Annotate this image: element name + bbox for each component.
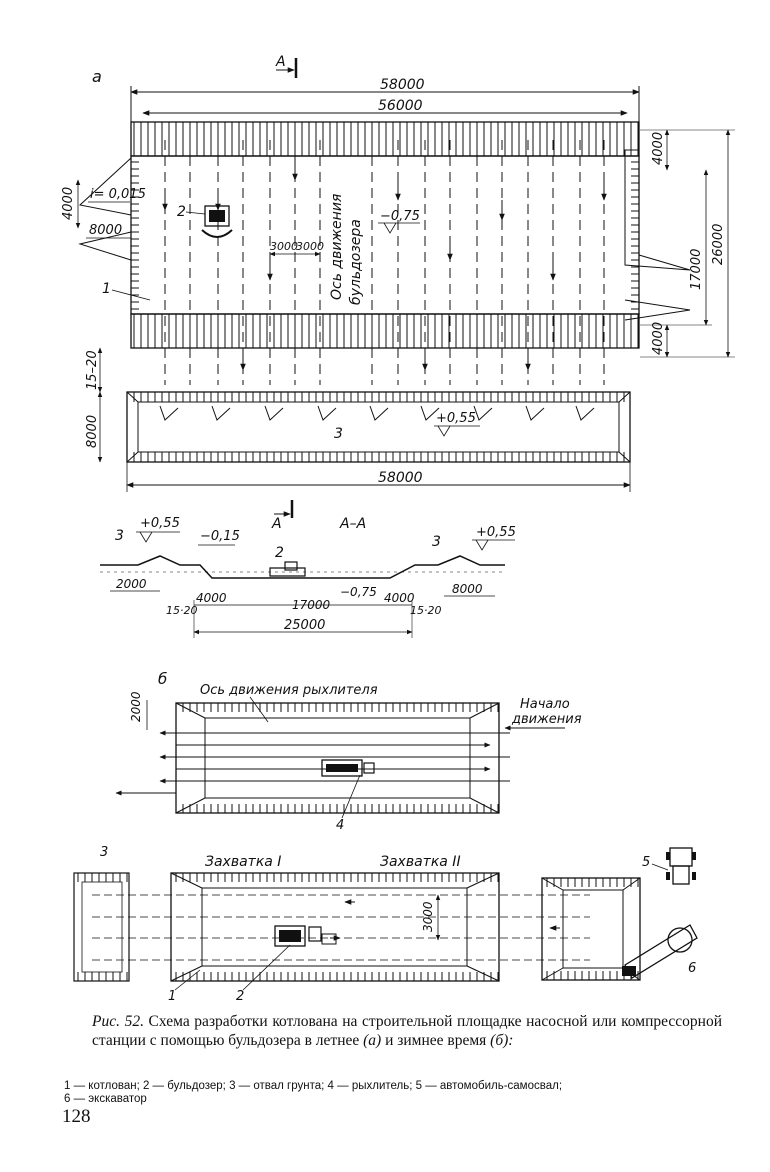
panel-a-plan: а А 58000 56000 [61, 54, 735, 532]
bottom-slope-band [130, 313, 640, 349]
dim-58000-bottom: 58000 [378, 470, 423, 486]
section-mark-bottom: А [271, 516, 282, 532]
start-1: Начало [520, 697, 570, 712]
figure-caption: Рис. 52. Схема разработки котлована на с… [92, 1012, 722, 1050]
section-dim-2000: 2000 [116, 577, 147, 591]
section-dim-17000: 17000 [292, 598, 331, 612]
page-number: 128 [62, 1106, 91, 1127]
section-mark-top: А [275, 54, 286, 70]
section-a-a: А–А 3 +0,55 −0,15 2 3 +0,55 2000 8000 −0… [100, 516, 516, 638]
section-dim-4000-r: 4000 [384, 591, 415, 605]
section-dim-1520-l: 15·20 [166, 604, 198, 617]
section-3-right: 3 [432, 534, 441, 550]
spoil-arrows [159, 405, 595, 421]
excavator-icon [622, 924, 698, 979]
axis-ripper: Ось движения рыхлителя [200, 683, 378, 698]
start-2: движения [511, 712, 582, 727]
dim-3000-a2: 3000 [296, 240, 324, 253]
section-3-left: 3 [115, 528, 124, 544]
dim-58000-top: 58000 [380, 77, 425, 93]
axis-label-bulldozer-1: Ось движения [329, 194, 345, 300]
excavation-diagram: а А 58000 56000 [61, 54, 735, 1000]
label-5: 5 [642, 855, 650, 870]
label-3-a: 3 [334, 426, 343, 442]
section-mark-mid: −0,15 [200, 529, 240, 544]
mark-spoil: +0,55 [436, 411, 476, 426]
ripper-icon [321, 759, 375, 777]
grip-1: Захватка I [205, 854, 281, 870]
dim-4000-right-top: 4000 [651, 132, 666, 165]
caption-mid: и зимнее время [381, 1032, 491, 1049]
panel-b-plan: б Ось движения рыхлителя Начало движения… [115, 670, 582, 833]
dim-17000: 17000 [689, 249, 704, 290]
dim-8000-spoil: 8000 [85, 415, 100, 448]
caption-a: (а) [363, 1032, 382, 1049]
panel-b-label: б [158, 670, 167, 688]
right-ramp-top [624, 149, 691, 271]
dim-56000: 56000 [378, 98, 423, 114]
mark-pit: −0,75 [380, 209, 420, 224]
section-title: А–А [339, 516, 366, 532]
right-ramp-bottom [624, 299, 691, 321]
legend-line-1: 1 — котлован; 2 — бульдозер; 3 — отвал г… [64, 1080, 563, 1092]
grip-2: Захватка II [380, 854, 461, 870]
section-mark-left: +0,55 [140, 516, 180, 531]
caption-prefix: Рис. 52. [92, 1013, 144, 1030]
section-2: 2 [275, 545, 284, 561]
panel-c-plan: 3 Захватка I Захватка II [73, 845, 698, 1000]
dim-3000-c: 3000 [421, 901, 435, 932]
bulldozer-icon [201, 205, 233, 238]
label-2-a: 2 [177, 204, 186, 220]
section-mark-bottom: −0,75 [340, 585, 377, 599]
dim-8000-left: 8000 [89, 223, 122, 238]
axis-label-bulldozer-2: бульдозера [348, 219, 364, 305]
label-2-c: 2 [236, 989, 244, 1000]
dump-truck-icon [666, 847, 696, 885]
dim-3000-a1: 3000 [270, 240, 298, 253]
winter-passes [92, 894, 590, 961]
section-dim-1520-r: 15·20 [410, 604, 442, 617]
section-dim-4000-l: 4000 [196, 591, 227, 605]
bulldozer-icon-winter [274, 925, 337, 947]
ripper-pit [175, 702, 500, 814]
dim-2000-b: 2000 [129, 691, 143, 722]
panel-a-label: а [92, 67, 102, 86]
section-dim-8000: 8000 [452, 582, 483, 596]
left-ramp [78, 157, 132, 261]
label-1-c: 1 [168, 989, 176, 1000]
legend-line-2: 6 — экскаватор [64, 1093, 147, 1105]
dim-4000-right-bottom: 4000 [651, 322, 666, 355]
section-dim-25000: 25000 [284, 618, 325, 633]
ground-profile [100, 555, 505, 579]
section-mark-right: +0,55 [476, 525, 516, 540]
winter-pit [170, 872, 500, 982]
label-1-a: 1 [102, 281, 111, 297]
caption-b: (б): [490, 1032, 514, 1049]
strip-arrows [162, 160, 607, 371]
top-slope-band [130, 121, 640, 157]
caption-text: Схема разработки котлована на строительн… [92, 1013, 722, 1049]
label-3-c: 3 [100, 845, 108, 860]
dim-4000-left: 4000 [61, 187, 76, 220]
label-6: 6 [688, 961, 696, 976]
label-4: 4 [336, 818, 344, 833]
figure-legend: 1 — котлован; 2 — бульдозер; 3 — отвал г… [64, 1080, 724, 1106]
ripper-passes [115, 725, 565, 796]
dim-gap: 15–20 [85, 350, 100, 390]
slope: i= 0,015 [90, 187, 146, 202]
dim-26000: 26000 [711, 224, 726, 265]
